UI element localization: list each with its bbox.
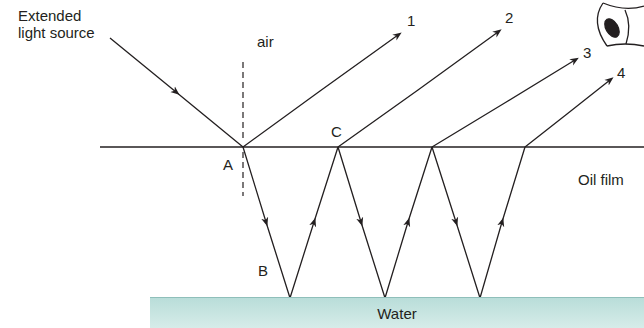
band-label: Water <box>377 305 416 322</box>
refracted-ray <box>432 147 480 298</box>
point-label: C <box>331 123 342 140</box>
reflected-ray <box>432 60 575 147</box>
refracted-ray <box>480 147 525 298</box>
refracted-ray <box>338 147 385 298</box>
eye-symbol <box>597 3 644 46</box>
ray-number: 2 <box>505 9 513 26</box>
normal-line <box>242 62 243 140</box>
ray-number: 3 <box>583 44 591 61</box>
water-band: Water <box>150 297 644 328</box>
incident-ray <box>110 38 243 147</box>
reflected-ray <box>243 35 398 147</box>
medium-label: air <box>257 33 274 50</box>
refracted-ray <box>385 147 432 298</box>
medium-label: Oil film <box>578 171 624 188</box>
ray-number: 1 <box>407 12 415 29</box>
refracted-ray <box>243 147 290 298</box>
refracted-ray <box>290 147 338 298</box>
film-surface <box>100 146 644 147</box>
source-label: Extended light source <box>18 7 113 41</box>
point-label: A <box>223 156 233 173</box>
reflected-ray <box>525 80 610 147</box>
ray-number: 4 <box>617 64 625 81</box>
normal-line <box>242 152 243 196</box>
point-label: B <box>258 262 268 279</box>
reflected-ray <box>338 32 498 147</box>
